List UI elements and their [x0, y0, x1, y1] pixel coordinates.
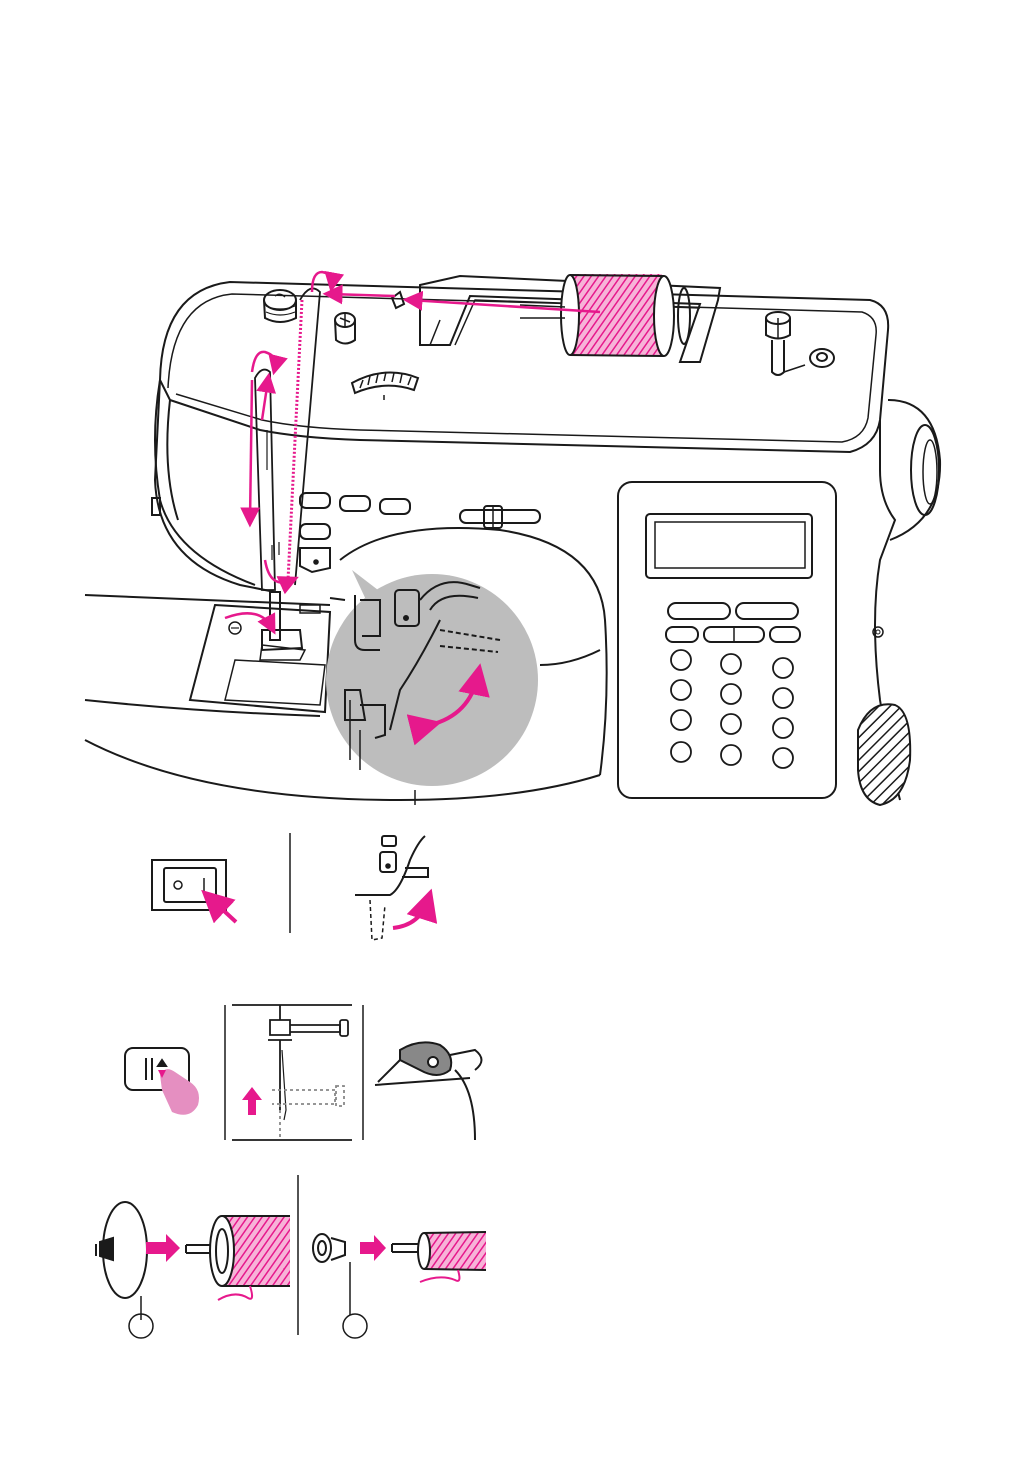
step-panel-power-switch [152, 860, 236, 922]
small-spool-cap-icon [313, 1234, 331, 1262]
callout-circle-2 [343, 1314, 367, 1338]
machine-bed-front-curve [85, 740, 600, 800]
panel-button-small-2 [770, 627, 800, 642]
needle-up-arrow [242, 1087, 262, 1115]
machine-body-lower-line [167, 400, 178, 520]
vertical-spool-pin [766, 312, 805, 375]
needle-bar [270, 592, 280, 640]
thread-guide-screw [335, 313, 355, 344]
panel-button-wide-2 [736, 603, 798, 619]
thread-down-left [250, 380, 252, 520]
front-button-2 [340, 496, 370, 511]
presser-lever-arrow [393, 900, 428, 928]
handwheel-inner [923, 440, 937, 504]
small-cap-arrow [360, 1235, 386, 1261]
bobbin-winder-spindle [810, 349, 834, 367]
small-spool-icon [418, 1232, 486, 1282]
step-panel-take-up [375, 1042, 482, 1140]
step-panel-small-spool-cap [313, 1232, 486, 1338]
panel-button-wide-1 [668, 603, 730, 619]
handwheel [911, 425, 939, 515]
numeric-keypad [671, 650, 793, 768]
front-button-4 [300, 524, 330, 539]
thread-guide-to-top [330, 294, 395, 296]
thread-up-right [262, 380, 268, 420]
magnifier-callout [326, 570, 538, 786]
step-panel-needle-up-button [125, 1048, 199, 1115]
lcd-screen [655, 522, 805, 568]
handwheel-housing [888, 400, 940, 540]
top-thread-guide [392, 292, 404, 308]
large-spool-icon [210, 1216, 290, 1300]
power-switch-rocker [164, 868, 216, 902]
front-button-3 [380, 499, 410, 514]
thread-to-needle [225, 613, 272, 628]
step-panel-presser-foot-lever [355, 836, 428, 940]
speaker-grille [858, 704, 910, 805]
main-spool [520, 274, 690, 356]
finger-icon [160, 1069, 199, 1115]
front-button-1 [300, 493, 330, 508]
step-panel-needle-raise [232, 1005, 352, 1140]
thread-bottom-loop [265, 560, 292, 583]
step-panel-large-spool-cap [96, 1202, 290, 1338]
panel-button-small-1 [666, 627, 698, 642]
machine-top-inner-edge [168, 294, 876, 442]
thread-path [225, 272, 600, 628]
large-cap-arrow [146, 1234, 180, 1262]
speed-slider [460, 510, 540, 523]
needle-plate-cover [225, 660, 325, 705]
control-panel [618, 482, 836, 798]
